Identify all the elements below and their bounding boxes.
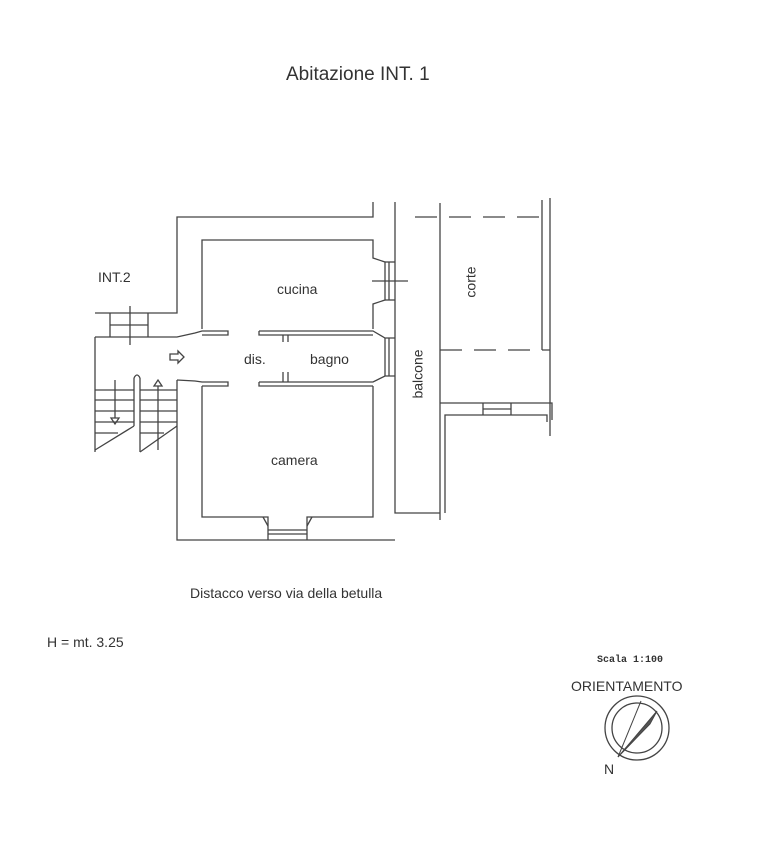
north-label: N (604, 761, 615, 777)
label-int2: INT.2 (98, 269, 131, 285)
distacco-note: Distacco verso via della betulla (190, 585, 383, 601)
room-cucina: cucina (277, 281, 318, 297)
compass-icon (604, 695, 670, 761)
room-balcone: balcone (409, 349, 426, 399)
room-bagno: bagno (310, 351, 349, 367)
plan-title: Abitazione INT. 1 (286, 64, 430, 85)
entrance-arrow-icon (169, 349, 185, 365)
area-corte: corte (462, 266, 479, 298)
orientation-label: ORIENTAMENTO (571, 678, 683, 694)
walls (94, 198, 553, 541)
room-dis: dis. (244, 351, 266, 367)
height-note: H = mt. 3.25 (47, 634, 124, 650)
room-camera: camera (271, 452, 318, 468)
scale-note: Scala 1:100 (597, 655, 664, 666)
